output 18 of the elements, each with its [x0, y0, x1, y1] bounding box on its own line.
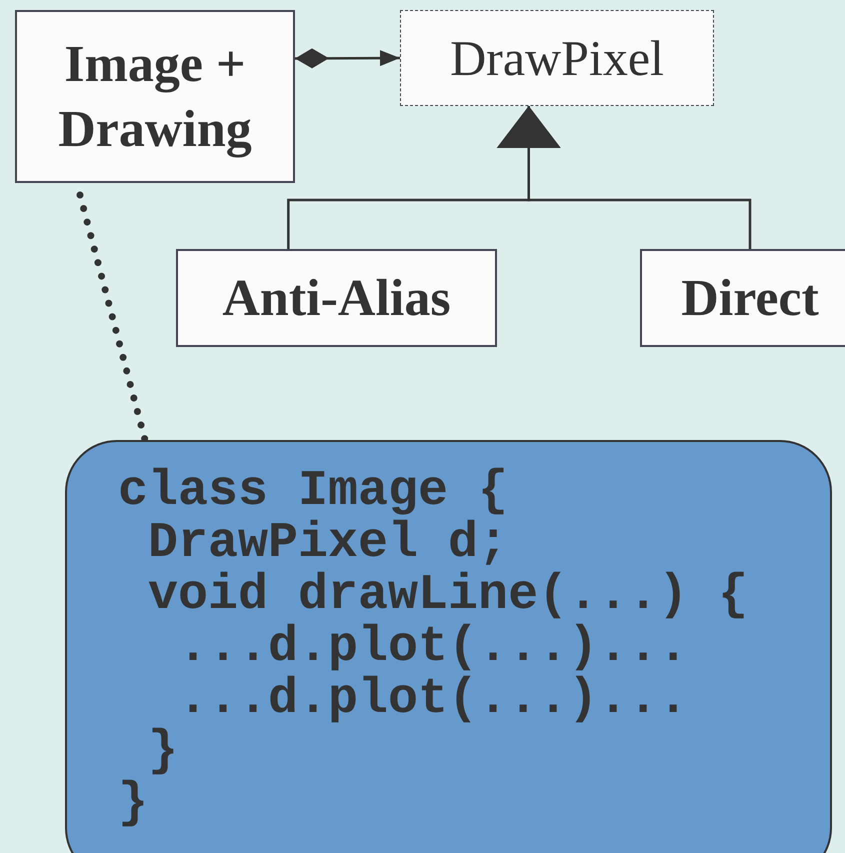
code-panel	[65, 440, 832, 853]
code-line: void drawLine(...) {	[147, 570, 748, 622]
code-line: DrawPixel d;	[147, 518, 508, 570]
class-box	[15, 10, 295, 183]
class-name: Direct	[681, 268, 819, 328]
code-line: class Image {	[118, 466, 508, 518]
class-box	[640, 249, 845, 347]
association-arrow	[295, 48, 400, 68]
code-line: }	[147, 726, 178, 778]
code-line: ...d.plot(...)...	[177, 674, 688, 726]
interface-box	[400, 10, 714, 106]
code-line: }	[118, 778, 148, 830]
class-name: DrawPixel	[450, 28, 664, 88]
class-name: Anti-Alias	[222, 268, 451, 328]
class-box	[176, 249, 497, 347]
inheritance-arrow	[496, 106, 752, 249]
class-name: Image + Drawing	[57, 34, 253, 160]
code-line: ...d.plot(...)...	[177, 622, 688, 674]
